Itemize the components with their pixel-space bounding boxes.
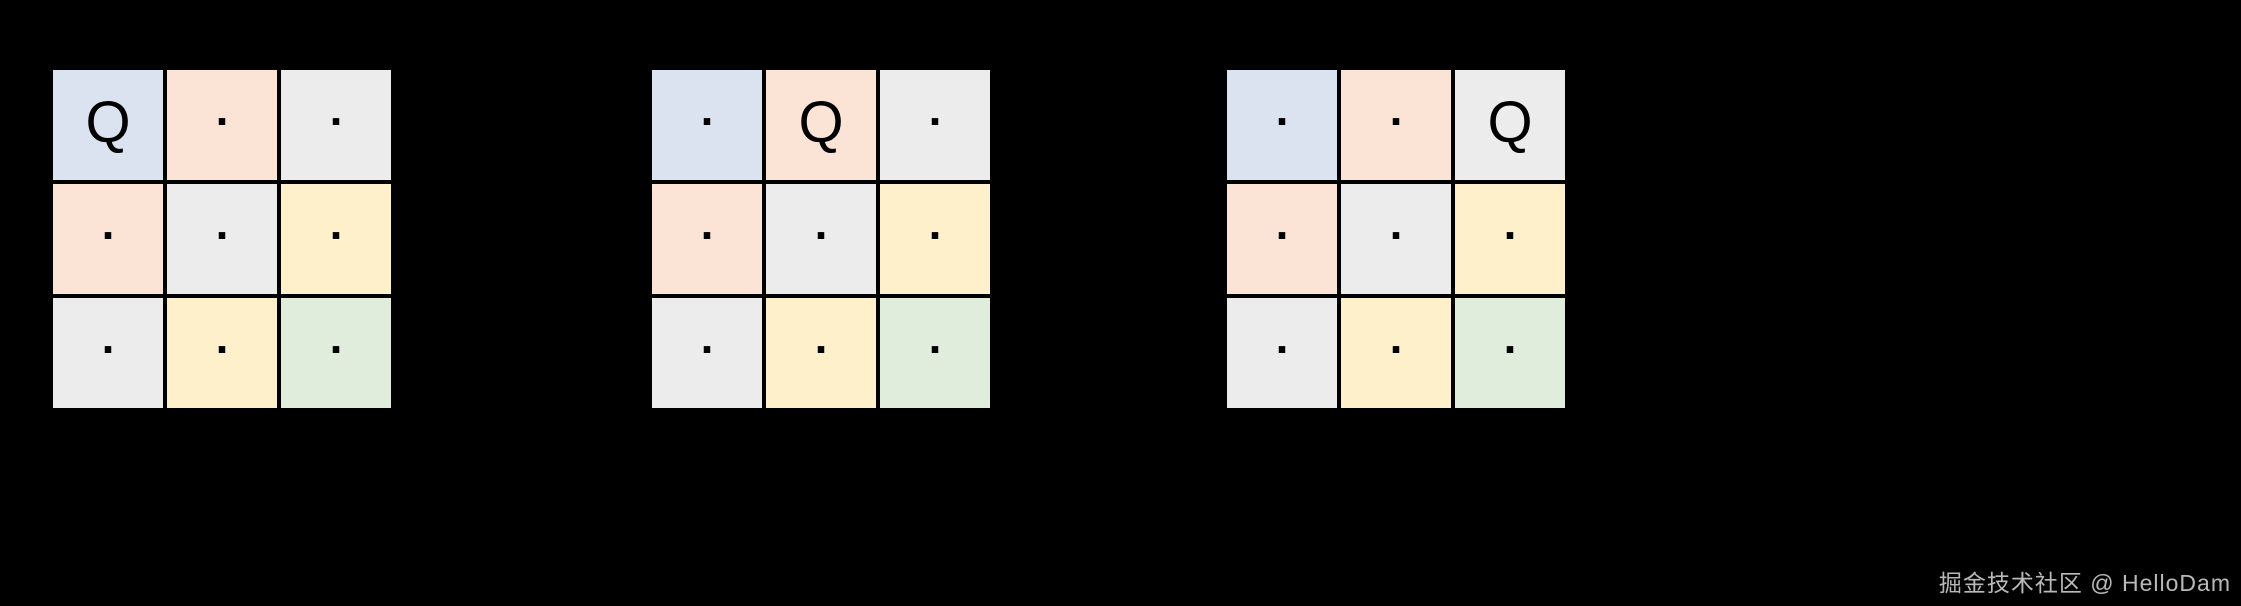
queen-glyph: Q bbox=[85, 90, 131, 155]
board-cell-empty: . bbox=[652, 184, 762, 294]
empty-dot-glyph: . bbox=[1389, 197, 1403, 249]
empty-dot-glyph: . bbox=[329, 311, 343, 363]
empty-dot-glyph: . bbox=[700, 311, 714, 363]
empty-dot-glyph: . bbox=[101, 197, 115, 249]
board-cell-empty: . bbox=[281, 184, 391, 294]
board-cell-empty: . bbox=[281, 70, 391, 180]
board-cell-empty: . bbox=[1455, 184, 1565, 294]
board-cell-empty: . bbox=[1227, 298, 1337, 408]
chessboard-3: .. Q...... bbox=[1227, 70, 1565, 408]
empty-dot-glyph: . bbox=[814, 197, 828, 249]
board-cell-empty: . bbox=[281, 298, 391, 408]
board-cell-empty: . bbox=[1227, 184, 1337, 294]
empty-dot-glyph: . bbox=[1389, 311, 1403, 363]
board-cell-queen: Q bbox=[53, 70, 163, 180]
empty-dot-glyph: . bbox=[814, 311, 828, 363]
empty-dot-glyph: . bbox=[928, 197, 942, 249]
board-cell-queen: Q bbox=[1455, 70, 1565, 180]
empty-dot-glyph: . bbox=[700, 83, 714, 135]
empty-dot-glyph: . bbox=[215, 197, 229, 249]
empty-dot-glyph: . bbox=[215, 83, 229, 135]
board-cell-empty: . bbox=[766, 298, 876, 408]
board-cell-empty: . bbox=[880, 70, 990, 180]
empty-dot-glyph: . bbox=[101, 311, 115, 363]
empty-dot-glyph: . bbox=[1389, 83, 1403, 135]
empty-dot-glyph: . bbox=[1275, 197, 1289, 249]
empty-dot-glyph: . bbox=[215, 311, 229, 363]
board-cell-empty: . bbox=[880, 184, 990, 294]
board-cell-empty: . bbox=[167, 70, 277, 180]
board-cell-empty: . bbox=[1341, 184, 1451, 294]
board-cell-empty: . bbox=[167, 298, 277, 408]
chessboard-1: Q........ bbox=[53, 70, 391, 408]
board-cell-empty: . bbox=[1227, 70, 1337, 180]
empty-dot-glyph: . bbox=[329, 197, 343, 249]
board-cell-empty: . bbox=[880, 298, 990, 408]
empty-dot-glyph: . bbox=[928, 311, 942, 363]
empty-dot-glyph: . bbox=[928, 83, 942, 135]
watermark-text: 掘金技术社区 @ HelloDam bbox=[1938, 570, 2231, 596]
board-cell-empty: . bbox=[53, 184, 163, 294]
empty-dot-glyph: . bbox=[329, 83, 343, 135]
queen-glyph: Q bbox=[798, 90, 844, 155]
empty-dot-glyph: . bbox=[700, 197, 714, 249]
board-cell-empty: . bbox=[1455, 298, 1565, 408]
board-cell-empty: . bbox=[652, 298, 762, 408]
board-cell-empty: . bbox=[652, 70, 762, 180]
board-cell-empty: . bbox=[167, 184, 277, 294]
queen-glyph: Q bbox=[1487, 90, 1533, 155]
empty-dot-glyph: . bbox=[1503, 311, 1517, 363]
board-cell-empty: . bbox=[1341, 70, 1451, 180]
empty-dot-glyph: . bbox=[1275, 83, 1289, 135]
chessboard-2: . Q....... bbox=[652, 70, 990, 408]
board-cell-empty: . bbox=[53, 298, 163, 408]
empty-dot-glyph: . bbox=[1503, 197, 1517, 249]
empty-dot-glyph: . bbox=[1275, 311, 1289, 363]
board-cell-queen: Q bbox=[766, 70, 876, 180]
board-cell-empty: . bbox=[1341, 298, 1451, 408]
board-cell-empty: . bbox=[766, 184, 876, 294]
